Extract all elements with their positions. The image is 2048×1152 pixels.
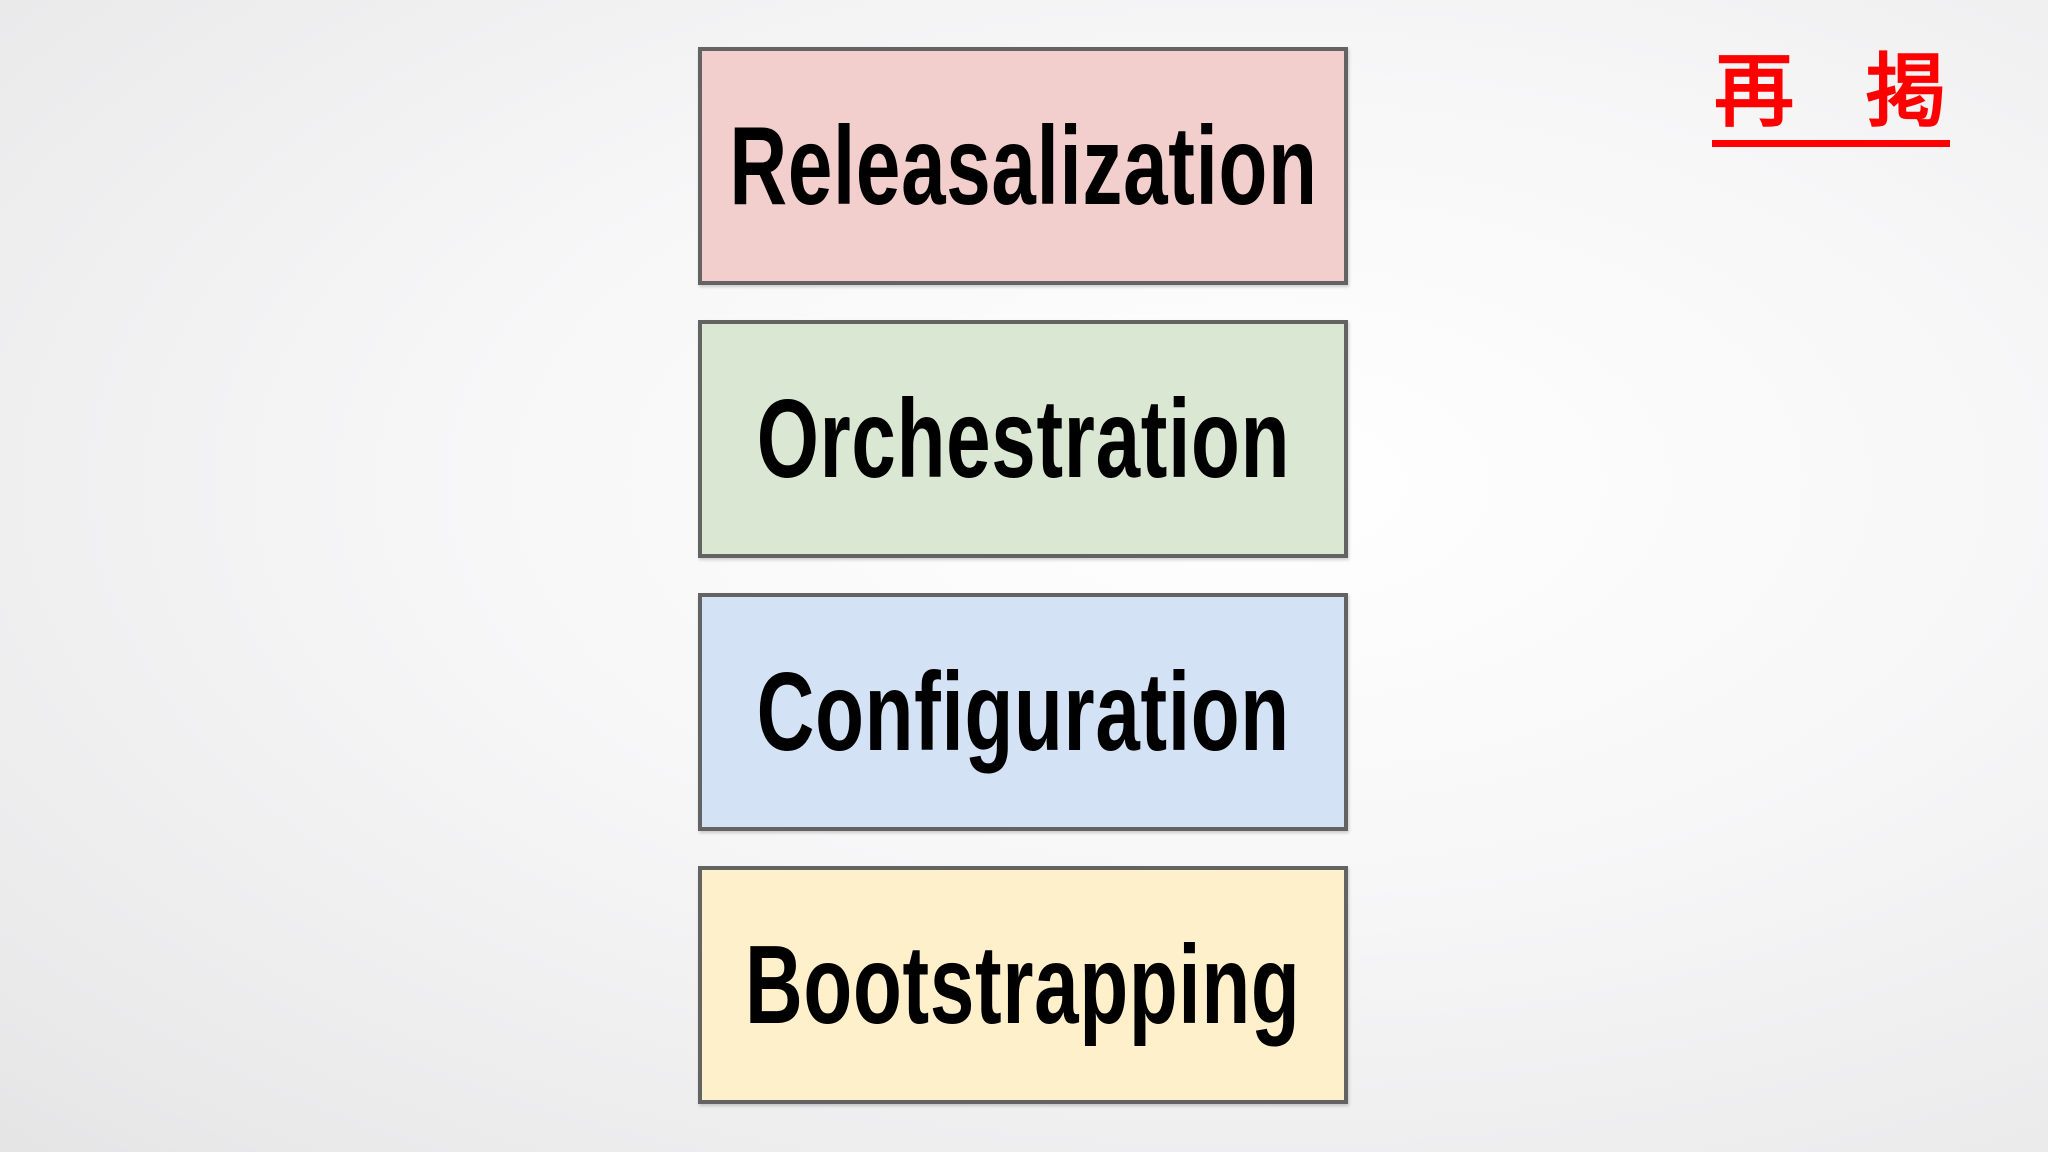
stack-box-configuration: Configuration	[698, 593, 1348, 831]
stack-box-label: Releasalization	[728, 103, 1318, 228]
saikei-annotation: 再 掲	[1712, 52, 1950, 147]
stack-box-releasalization: Releasalization	[698, 47, 1348, 285]
stack-box-bootstrapping: Bootstrapping	[698, 866, 1348, 1104]
stack-box-label: Bootstrapping	[745, 922, 1301, 1047]
stack-box-label: Configuration	[756, 649, 1290, 774]
stack-box-label: Orchestration	[756, 376, 1290, 501]
stack-box-orchestration: Orchestration	[698, 320, 1348, 558]
